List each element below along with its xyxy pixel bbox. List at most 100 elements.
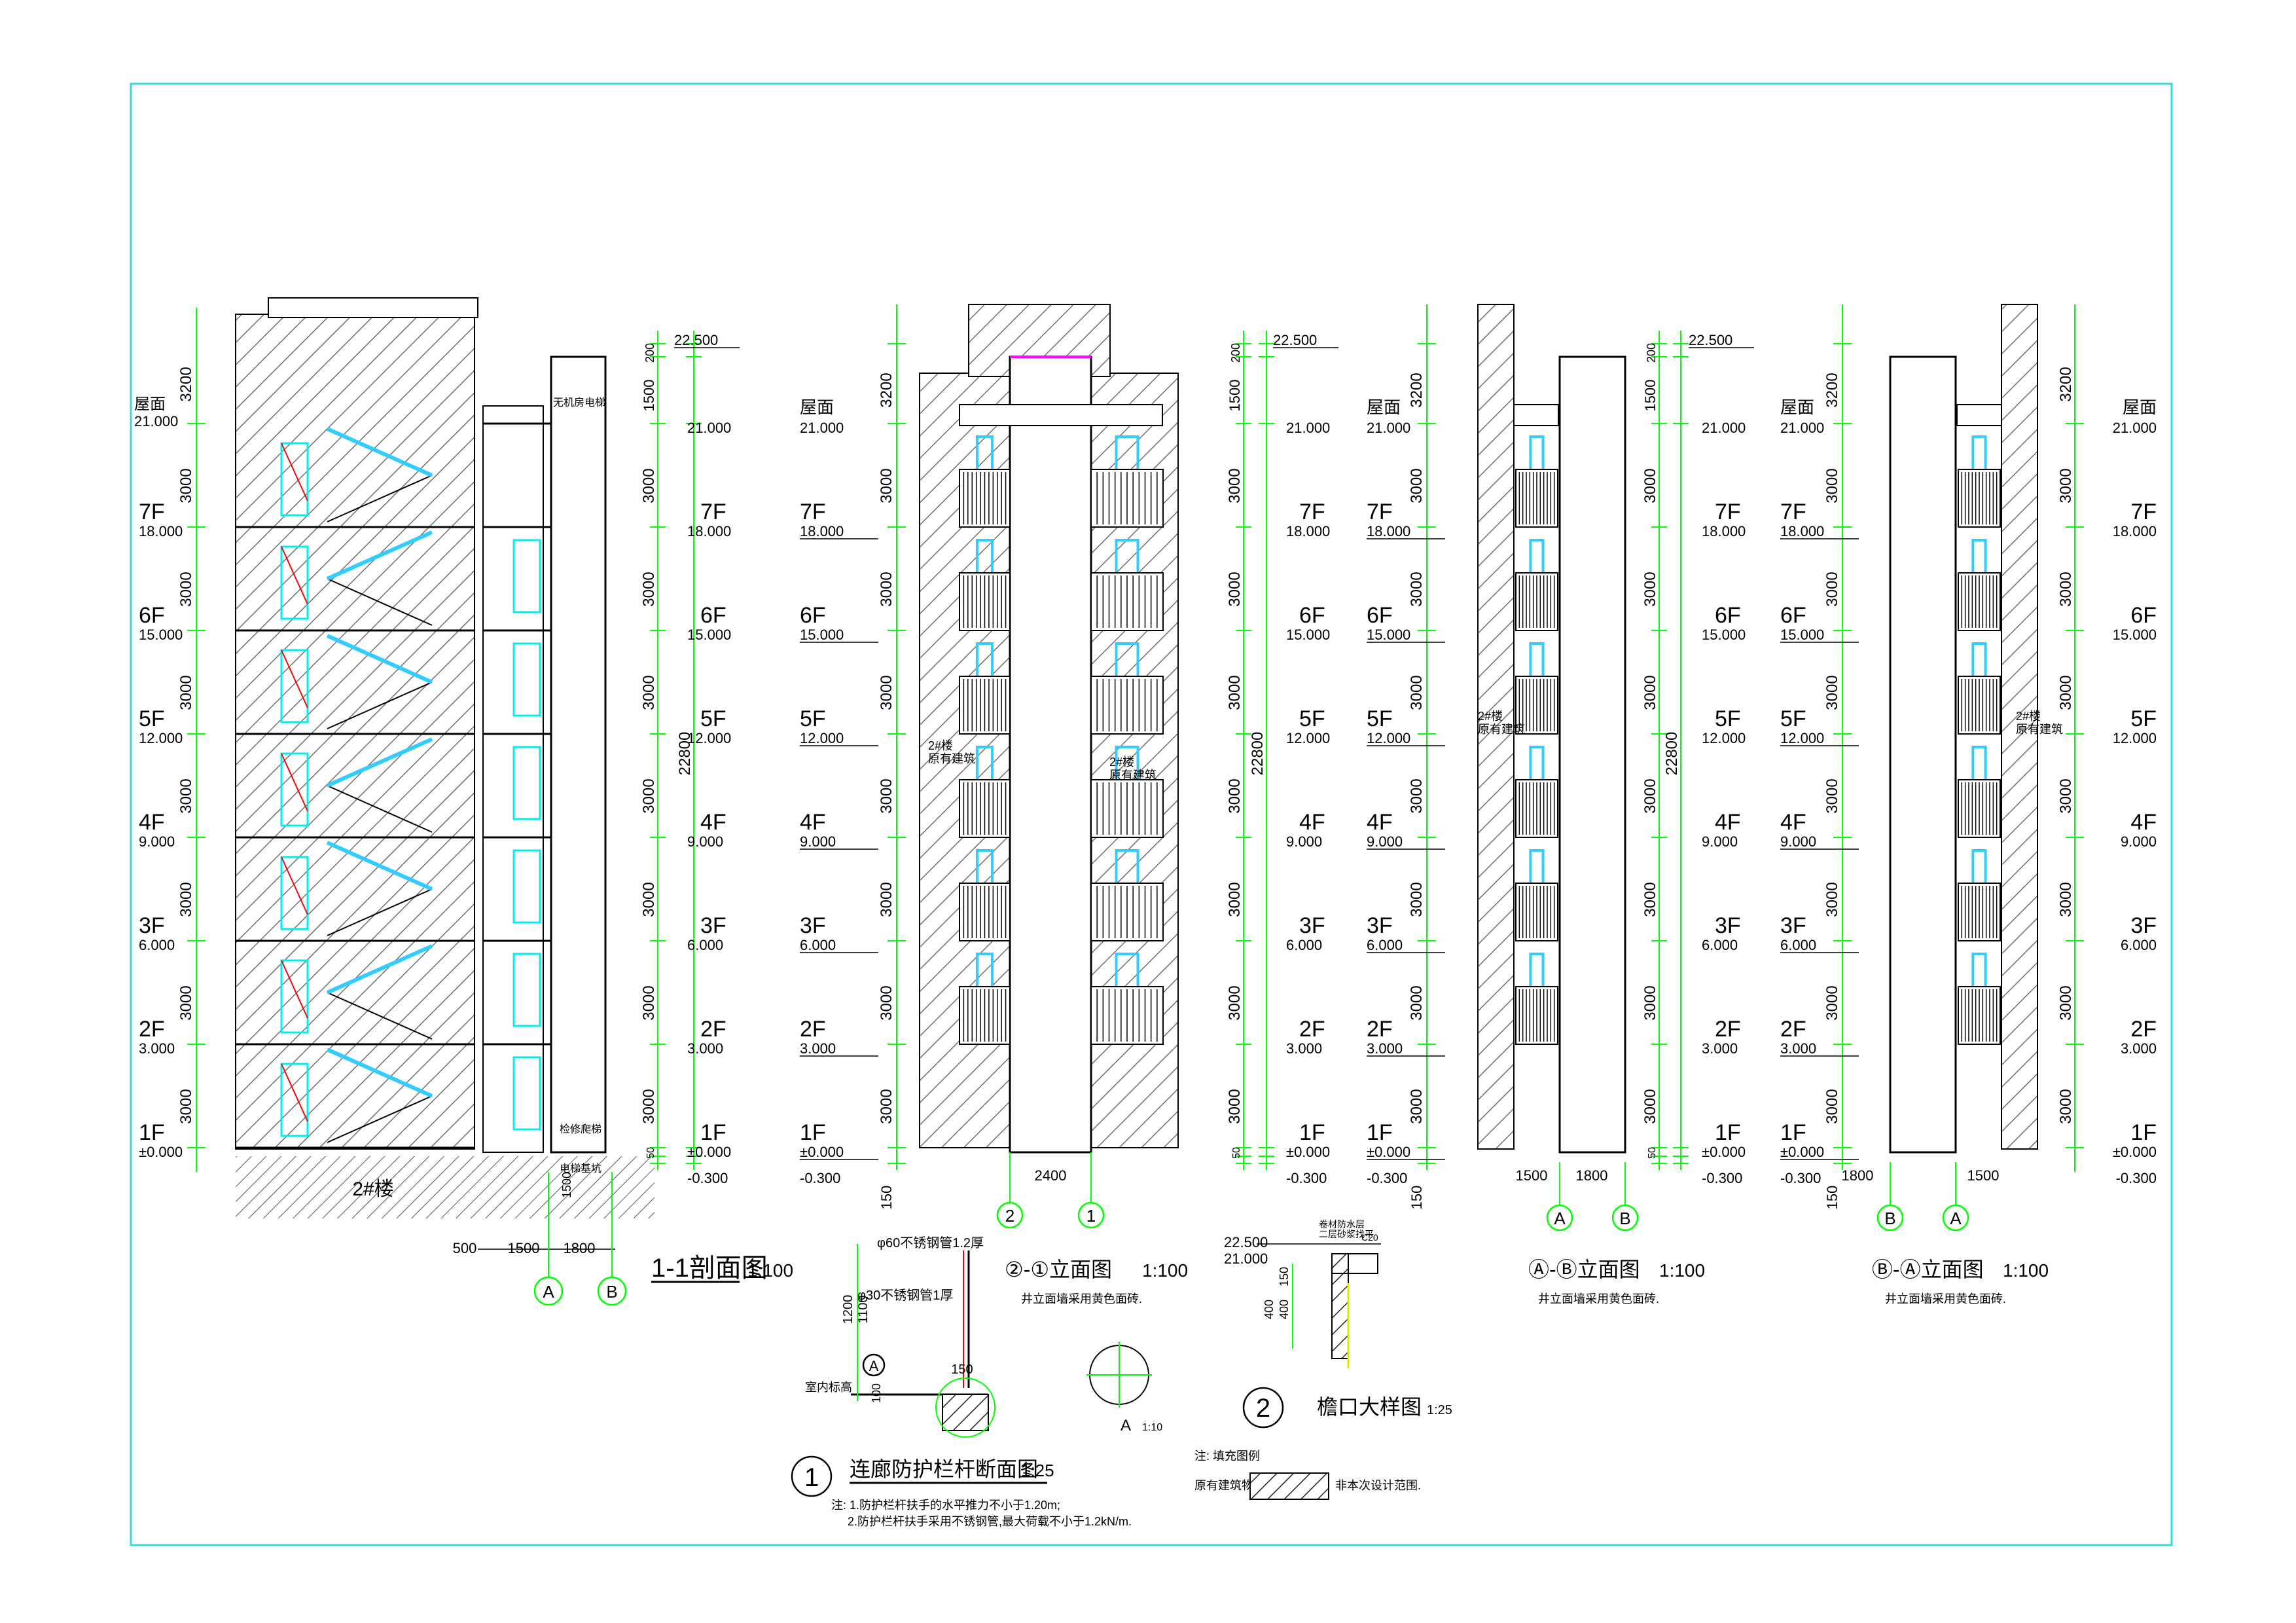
door-swing: [281, 753, 308, 812]
dimension-value: 3000: [878, 778, 895, 813]
dimension-value: 3000: [1226, 882, 1244, 917]
stair-flight: [327, 1095, 433, 1143]
door-swing: [281, 856, 308, 915]
eave-elevation: 22.500: [1224, 1234, 1268, 1250]
level-elevation: 12.000: [1780, 730, 1824, 746]
roof-label: 屋面: [2123, 397, 2157, 417]
dimension-value: 3000: [1408, 778, 1426, 813]
floor-label: 6F: [2130, 603, 2157, 628]
node-label: A: [869, 1358, 879, 1374]
dimension-value: 3000: [1823, 468, 1841, 503]
floor-label: 3F: [700, 913, 726, 938]
dimension-value: 100: [870, 1383, 883, 1403]
building-tag: 2#楼: [352, 1178, 393, 1200]
dimension-value: 3000: [177, 468, 195, 503]
level-elevation: ±0.000: [1780, 1144, 1824, 1160]
dimension-value: 400: [1263, 1300, 1276, 1319]
existing-label: 2#楼: [928, 739, 953, 752]
door-swing: [281, 443, 308, 501]
roof-label: 屋面: [1780, 397, 1814, 417]
roof-band: [1956, 404, 2002, 426]
dimension-value: 3000: [2057, 985, 2075, 1020]
level-elevation: 18.000: [2113, 523, 2157, 539]
door-swing: [281, 649, 308, 708]
dimension-value: 3000: [177, 675, 195, 710]
level-elevation: 6.000: [139, 937, 175, 953]
dimension-value: 3000: [878, 468, 895, 503]
axis-bubble: [1876, 1204, 1904, 1231]
level-elevation: 3.000: [687, 1040, 723, 1057]
floor-label: 2F: [2130, 1017, 2157, 1042]
level-elevation: 3.000: [1286, 1040, 1322, 1057]
dimension-value: 3000: [878, 1089, 895, 1123]
dimension-value: 1500: [1642, 380, 1659, 412]
floor-label: 4F: [1299, 810, 1325, 835]
level-elevation: 6.000: [1702, 937, 1738, 953]
lift-label: 无机房电梯: [553, 397, 605, 409]
floor-label: 5F: [800, 706, 826, 731]
view-scale: 1:100: [1142, 1260, 1188, 1281]
eave-elevation: 21.000: [1224, 1250, 1268, 1267]
level-elevation: 6.000: [687, 937, 723, 953]
existing-building-hatch: [235, 314, 475, 1150]
dimension-value: 3000: [1823, 882, 1841, 917]
floor-label: 7F: [1715, 500, 1741, 524]
eave-label: 二层砂浆找平: [1319, 1229, 1374, 1239]
dimension-value: 3000: [1641, 882, 1659, 917]
ground-elevation: -0.300: [1367, 1170, 1407, 1186]
level-elevation: 9.000: [800, 833, 836, 850]
lift-shaft-face: [1558, 356, 1626, 1154]
detail-note: 注: 1.防护栏杆扶手的水平推力不小于1.20m;: [831, 1499, 1060, 1512]
floor-label: 1F: [1780, 1120, 1806, 1145]
floor-label: 3F: [1367, 913, 1393, 938]
dimension-value: 50: [645, 1147, 656, 1159]
floor-label: 2F: [139, 1017, 165, 1042]
existing-label: 原有建筑: [1109, 769, 1157, 782]
axis-label: 1: [1086, 1206, 1096, 1226]
section-view: 2#楼无机房电梯检修爬梯电梯基坑150030001F±0.00030002F3.…: [134, 297, 793, 1306]
dimension-value: 3000: [1641, 468, 1659, 503]
dimension-value: 3000: [878, 675, 895, 710]
level-elevation: 3.000: [1702, 1040, 1738, 1057]
dimension-value: 3200: [1408, 373, 1426, 407]
dimension-value: 3000: [177, 882, 195, 917]
level-elevation: ±0.000: [1702, 1144, 1746, 1160]
lift-shaft-face: [1889, 356, 1957, 1154]
axis-label: A: [543, 1282, 554, 1302]
roof-elevation: 21.000: [2113, 420, 2157, 436]
total-dimension-chain: 3000300030003000300030003000150020050228…: [1226, 331, 1338, 1186]
dimension-value: 400: [1278, 1300, 1291, 1319]
floor-label: 3F: [2130, 913, 2157, 938]
dimension-value: 200: [1645, 343, 1658, 363]
dimension-value: 3000: [1641, 1089, 1659, 1123]
floor-label: 3F: [139, 913, 165, 938]
level-elevation: 9.000: [1367, 833, 1403, 850]
floor-label: 5F: [139, 706, 165, 731]
stair-tread: [326, 944, 433, 994]
level-elevation: 18.000: [1367, 523, 1410, 539]
ground-elevation: -0.300: [2116, 1170, 2157, 1186]
dimension-value: 3000: [640, 572, 658, 606]
level-elevation: ±0.000: [139, 1144, 183, 1160]
dimension-value: 3000: [1641, 778, 1659, 813]
floor-label: 7F: [1367, 500, 1393, 524]
lift-door: [512, 746, 541, 820]
dimension-value: 3000: [640, 468, 658, 503]
level-elevation: 3.000: [2121, 1040, 2157, 1057]
dimension-value: 1500: [508, 1240, 540, 1256]
dimension-value: 3000: [1408, 1089, 1426, 1123]
sheet-border: [130, 82, 2173, 1546]
floor-label: 5F: [1715, 706, 1741, 731]
level-elevation: 15.000: [2113, 627, 2157, 643]
existing-building-hatch: [2001, 304, 2038, 1150]
floor-label: 4F: [700, 810, 726, 835]
existing-label: 原有建筑: [2016, 723, 2063, 736]
lift-shaft: [550, 356, 607, 1154]
pit-label: 电梯基坑: [560, 1163, 601, 1175]
floor-label: 5F: [1367, 706, 1393, 731]
level-elevation: 18.000: [1780, 523, 1824, 539]
stair-tread: [326, 1048, 433, 1098]
floor-label: 4F: [1780, 810, 1806, 835]
dimension-value: 3000: [1408, 468, 1426, 503]
roof-parapet: [268, 297, 478, 318]
